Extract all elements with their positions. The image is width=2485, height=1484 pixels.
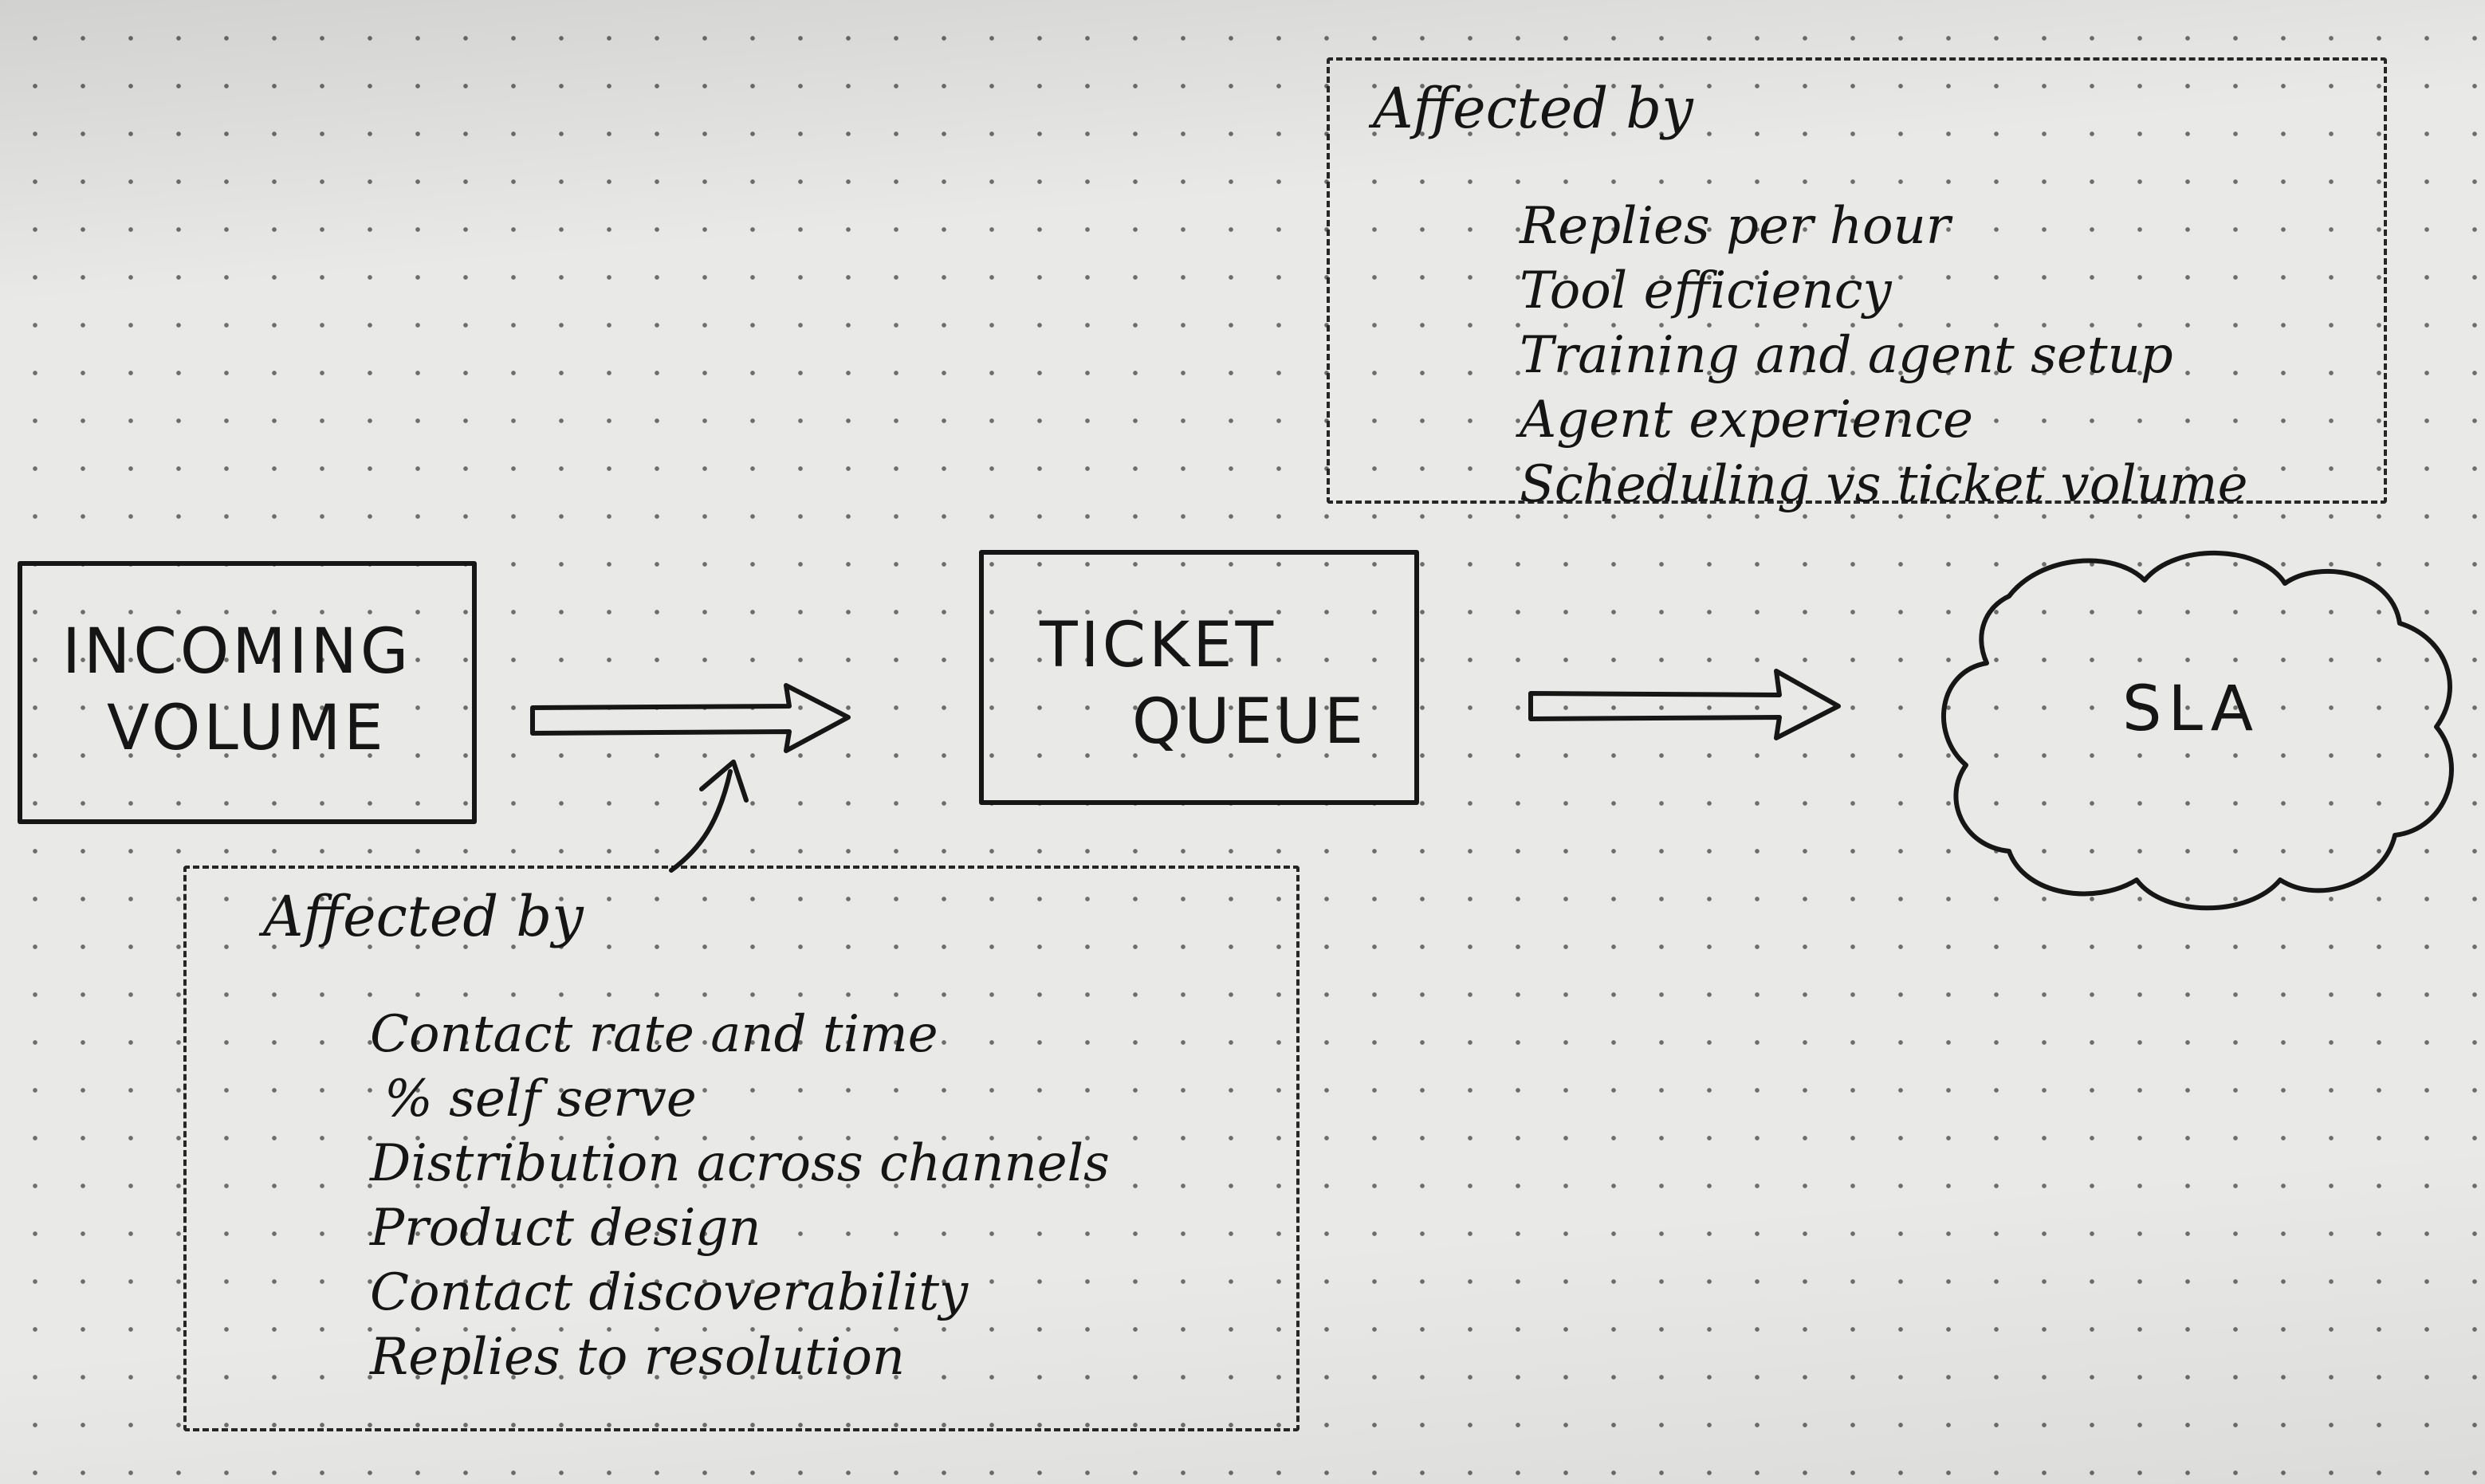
arrow-incoming-to-queue	[530, 683, 851, 753]
sla-cloud	[1941, 551, 2454, 911]
list-item: Product design	[370, 1199, 761, 1258]
list-item: % self serve	[384, 1070, 697, 1129]
incoming-factors-heading: Affected by	[263, 884, 584, 949]
list-item: Agent experience	[1520, 391, 1974, 450]
incoming-volume-box	[18, 561, 477, 824]
queue-factors-heading: Affected by	[1373, 76, 1693, 141]
list-item: Replies per hour	[1520, 197, 1951, 256]
list-item: Tool efficiency	[1520, 261, 1892, 320]
incoming-volume-label-line1: INCOMING	[62, 616, 412, 688]
sla-label: SLA	[2122, 673, 2260, 745]
ticket-queue-label: TICKET QUEUE	[1040, 607, 1366, 760]
incoming-volume-label: INCOMING VOLUME	[62, 614, 411, 767]
pointer-arrow-head	[699, 760, 749, 803]
incoming-volume-label-line2: VOLUME	[107, 693, 387, 764]
ticket-queue-label-line2: QUEUE	[1132, 686, 1367, 758]
list-item: Distribution across channels	[370, 1134, 1110, 1193]
incoming-factors-list: Contact rate and time % self serve Distr…	[370, 1003, 1110, 1390]
list-item: Training and agent setup	[1520, 326, 2173, 385]
queue-factors-list: Replies per hour Tool efficiency Trainin…	[1520, 194, 2247, 517]
arrow-queue-to-sla	[1528, 669, 1841, 740]
list-item: Contact rate and time	[370, 1005, 938, 1064]
list-item: Scheduling vs ticket volume	[1520, 455, 2248, 514]
ticket-queue-label-line1: TICKET	[1040, 610, 1277, 681]
incoming-factors-note	[183, 866, 1300, 1431]
ticket-queue-box	[979, 550, 1419, 805]
list-item: Replies to resolution	[370, 1328, 906, 1387]
pointer-arrow	[669, 769, 733, 873]
list-item: Contact discoverability	[370, 1263, 969, 1322]
queue-factors-note	[1327, 57, 2387, 504]
